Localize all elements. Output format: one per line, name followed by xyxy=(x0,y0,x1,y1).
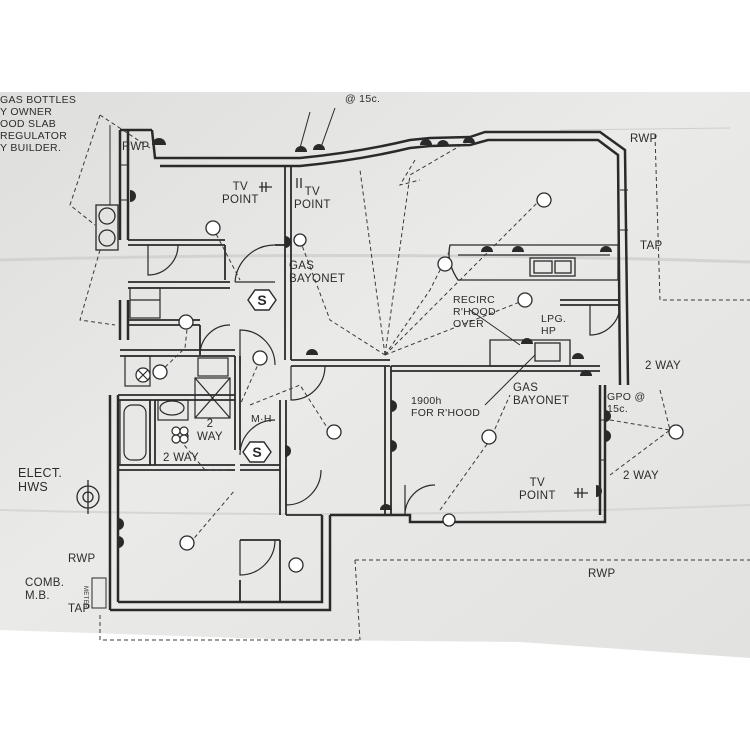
combined-meter-box-label: COMB. M.B. xyxy=(25,577,65,602)
smoke-detector-2: S xyxy=(242,441,272,463)
tap-label-bottom: TAP xyxy=(68,603,91,615)
rwp-label-top-right: RWP xyxy=(630,133,658,145)
hot-water-system xyxy=(76,480,100,514)
tv-point-label-2: TV POINT xyxy=(294,186,331,211)
kitchen-bench xyxy=(448,244,619,367)
lpg-hp-label: LPG. HP xyxy=(541,313,567,337)
gas-bayonet-label-1: GAS BAYONET xyxy=(289,260,346,285)
two-way-label-left-2: 2 WAY xyxy=(163,452,200,464)
paper-sheet xyxy=(0,92,750,658)
outer-walls xyxy=(108,128,630,612)
two-way-label-right-1: 2 WAY xyxy=(645,360,682,372)
paper-fold xyxy=(0,253,750,264)
two-way-label-left-1: 2 WAY xyxy=(197,418,223,443)
smoke-detector-1: S xyxy=(247,289,277,311)
manhole-label: M·H xyxy=(251,413,272,425)
meter-box xyxy=(91,577,107,609)
fan-symbols xyxy=(135,367,189,444)
gas-bayonet-label-2: GAS BAYONET xyxy=(513,382,570,407)
light-points xyxy=(152,192,684,573)
recirc-rangehood-label: RECIRC R'HOOD OVER xyxy=(453,294,496,330)
gas-bottles-note: GAS BOTTLES Y OWNER OOD SLAB REGULATOR Y… xyxy=(0,94,77,154)
door-swings xyxy=(130,244,621,576)
two-way-label-right-2: 2 WAY xyxy=(623,470,660,482)
gpo-height-label-top: @ 15c. xyxy=(345,93,381,105)
tap-label-right: TAP xyxy=(640,240,663,252)
rwp-label-left: RWP xyxy=(68,553,96,565)
tv-point-marks xyxy=(259,178,588,498)
smoke-label-2: S xyxy=(252,444,261,460)
power-outlets xyxy=(118,137,612,548)
gpo-height-label: GPO @ 15c. xyxy=(607,391,646,415)
tv-point-label-3: TV POINT xyxy=(519,477,556,502)
rwp-label-top-left: RWP xyxy=(122,141,150,153)
smoke-label-1: S xyxy=(257,292,266,308)
rwp-label-bottom: RWP xyxy=(588,568,616,580)
meter-label: METER xyxy=(82,586,88,609)
windows xyxy=(120,164,628,461)
bath-fixtures xyxy=(119,287,231,466)
gas-bottles xyxy=(95,204,119,251)
paper-crease xyxy=(559,127,731,131)
tv-point-label-1: TV POINT xyxy=(222,181,259,206)
leader-lines xyxy=(109,107,536,406)
electric-hws-label: ELECT. HWS xyxy=(18,466,63,494)
rangehood-height-note: 1900h FOR R'HOOD xyxy=(411,395,481,419)
